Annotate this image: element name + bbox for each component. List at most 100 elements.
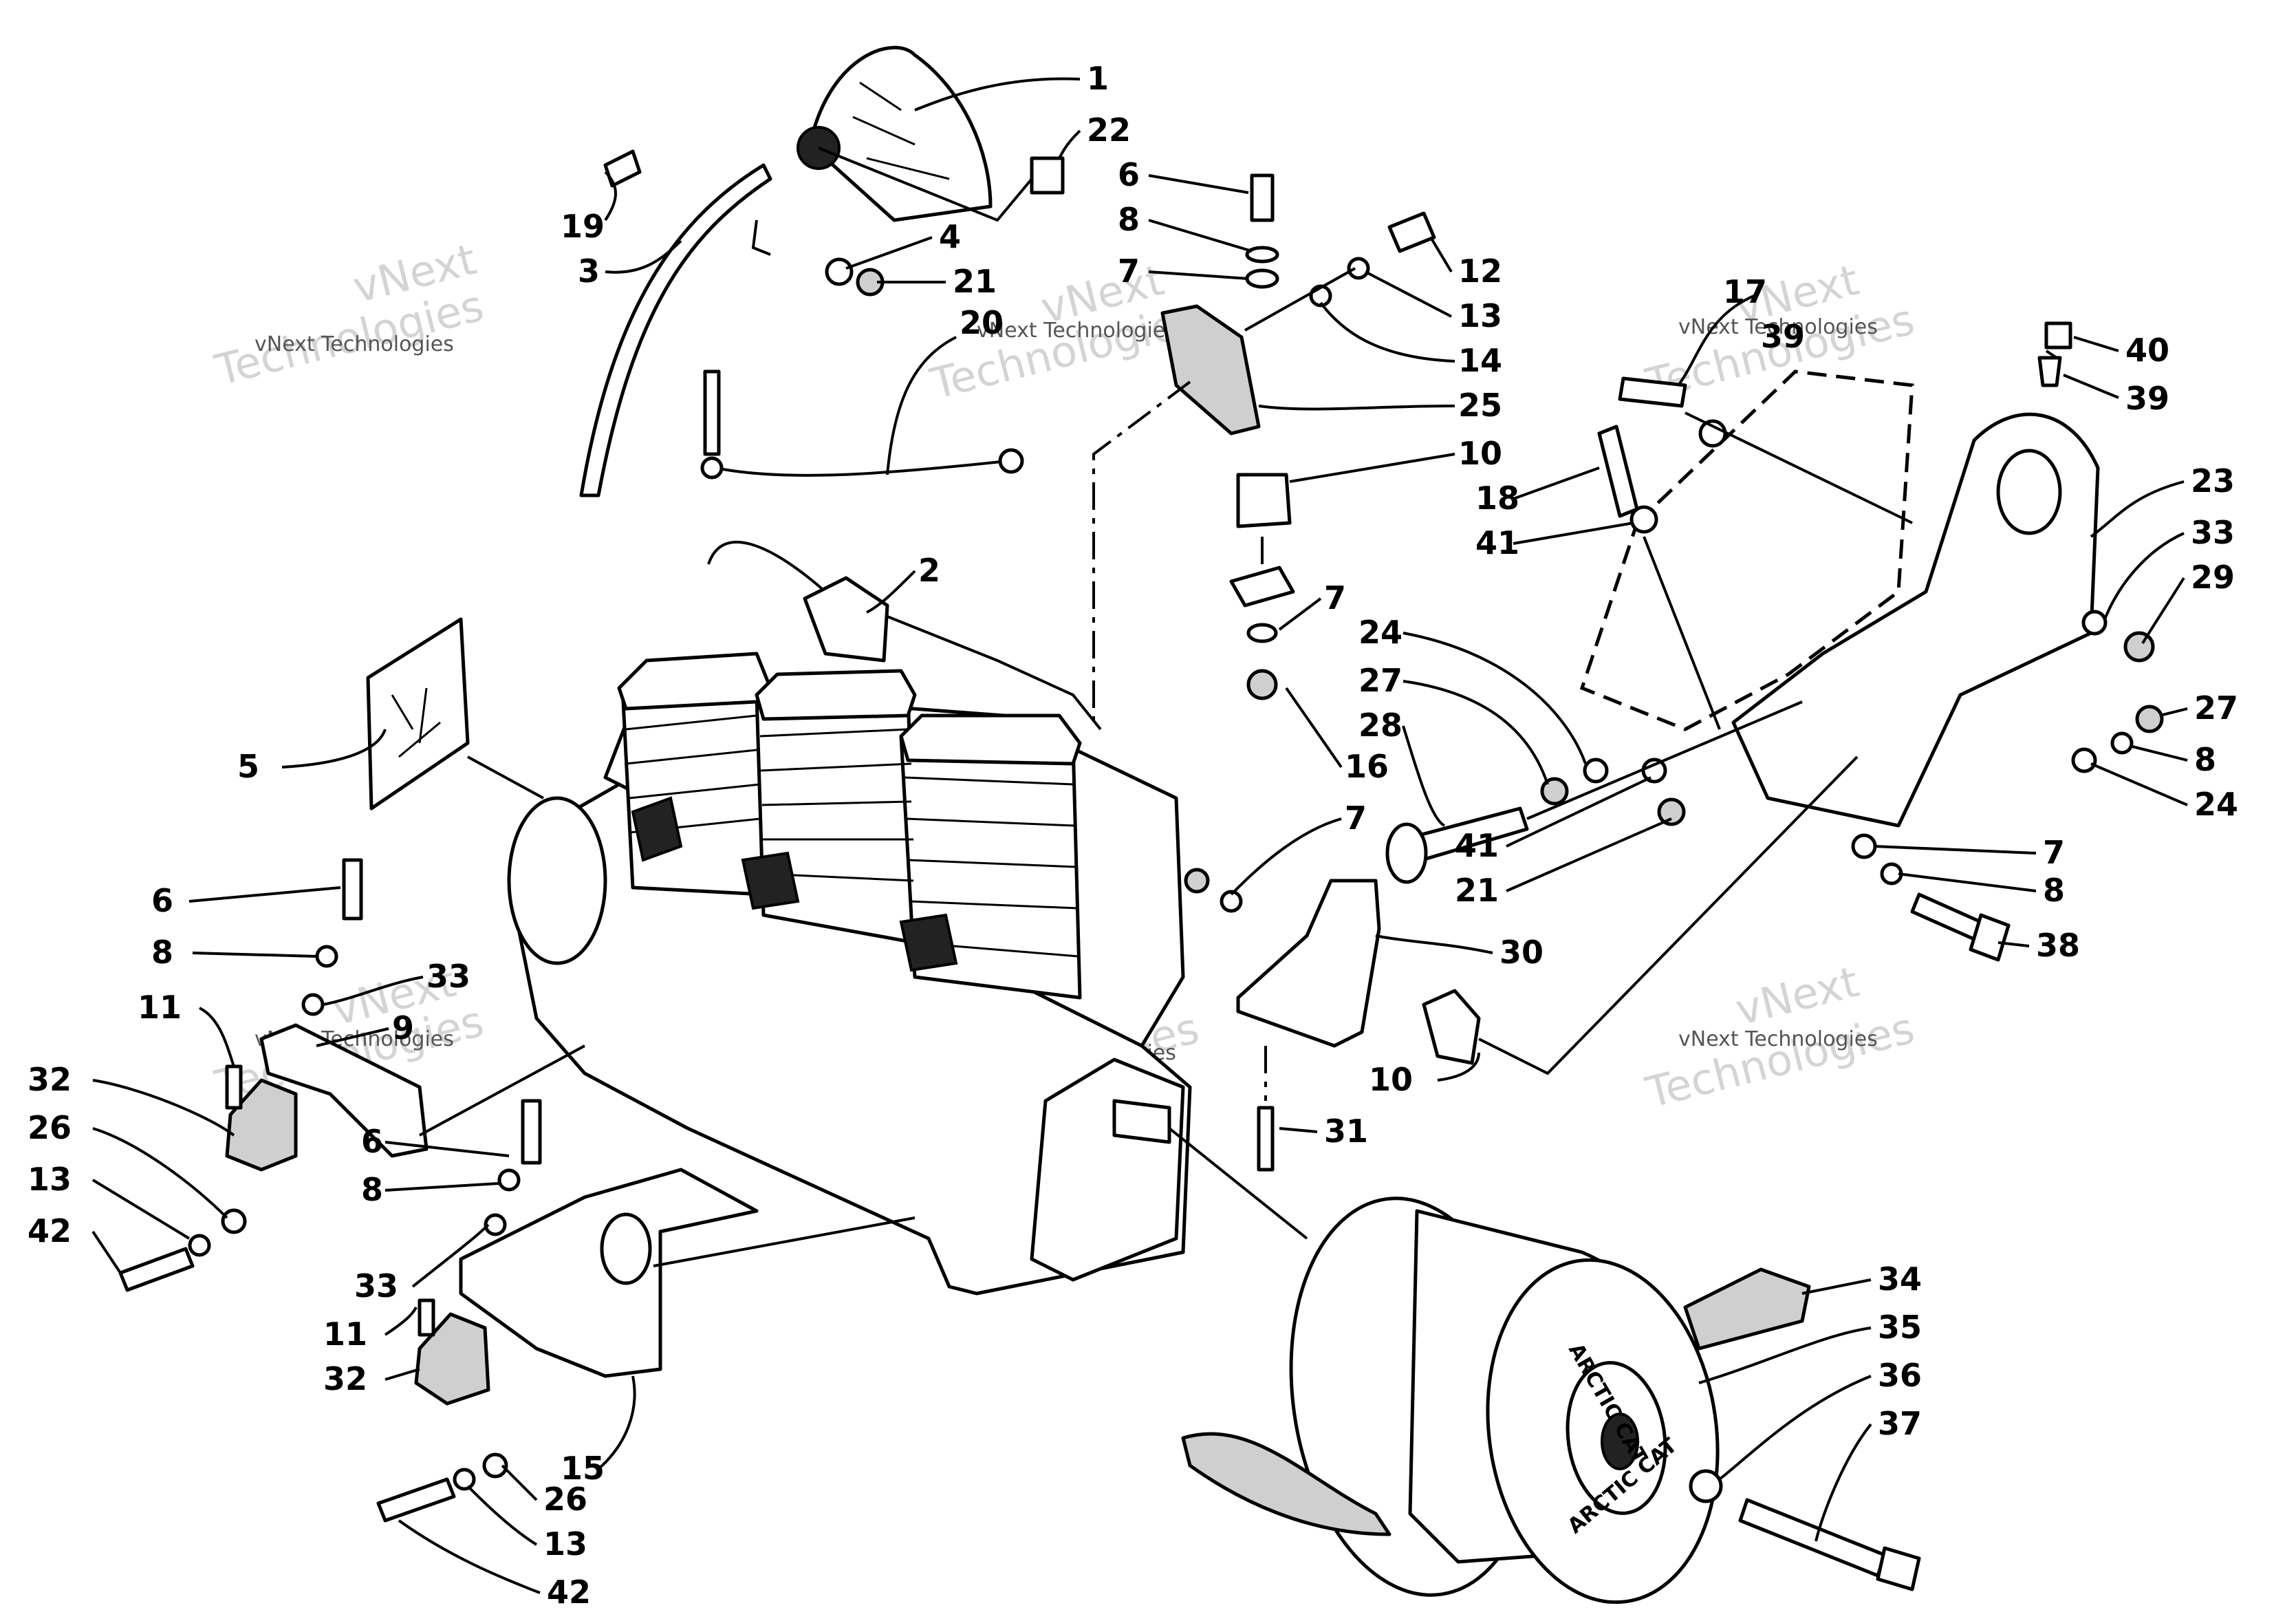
part-20-bolt bbox=[703, 369, 721, 456]
callout-42-lower: 42 bbox=[547, 1574, 591, 1610]
callout-39-top: 39 bbox=[1761, 318, 1805, 355]
drive-clutch-assembly: ARCTIC CAT ARCTIC CAT bbox=[1181, 1196, 1921, 1604]
part-24-washer-center bbox=[1583, 758, 1609, 784]
part-13-washer-top bbox=[1347, 257, 1370, 280]
part-26-washer-left bbox=[221, 1208, 247, 1234]
part-36-washer bbox=[1689, 1469, 1723, 1503]
part-34-drive-belt-lower bbox=[1181, 1432, 1391, 1536]
callout-25: 25 bbox=[1458, 387, 1502, 424]
magneto-flywheel bbox=[507, 796, 607, 965]
callout-10: 10 bbox=[1458, 435, 1502, 472]
callout-42-left: 42 bbox=[28, 1212, 72, 1249]
part-13-washer-lower bbox=[453, 1468, 476, 1491]
callout-11-lower: 11 bbox=[323, 1316, 367, 1353]
clutch-bore bbox=[1601, 1413, 1639, 1470]
part-15-hole bbox=[600, 1212, 652, 1285]
callout-2: 2 bbox=[918, 552, 940, 589]
part-6-bolt-top bbox=[1250, 173, 1275, 222]
crankshaft-output bbox=[1112, 1099, 1171, 1144]
callout-5: 5 bbox=[237, 748, 259, 785]
callout-21-center: 21 bbox=[1455, 872, 1499, 909]
part-17-bolt bbox=[1618, 376, 1687, 408]
watermark-top-left: vNext Technologies vNext Technologies bbox=[210, 234, 488, 396]
part-11-bolt-lower bbox=[418, 1298, 435, 1337]
callout-33-lower: 33 bbox=[354, 1267, 398, 1305]
engine-decal-lines bbox=[391, 687, 441, 758]
callout-7-right: 7 bbox=[2043, 834, 2065, 871]
callout-8-right: 8 bbox=[2194, 741, 2216, 778]
callout-9: 9 bbox=[392, 1009, 414, 1046]
part-11-bolt-left bbox=[225, 1064, 243, 1110]
callout-36: 36 bbox=[1878, 1357, 1922, 1394]
engine-assembly bbox=[366, 540, 1192, 1296]
callout-11-left: 11 bbox=[138, 989, 182, 1026]
callout-13-lower: 13 bbox=[543, 1525, 587, 1563]
callout-39: 39 bbox=[2125, 380, 2169, 417]
part-31-screw bbox=[1257, 1106, 1275, 1172]
callout-35: 35 bbox=[1878, 1309, 1922, 1346]
callout-leaders bbox=[91, 77, 2188, 1594]
part-6-bolt-lower bbox=[521, 1099, 542, 1165]
exhaust-port-2 bbox=[741, 851, 800, 910]
callout-13: 13 bbox=[1458, 297, 1502, 334]
part-30-bracket bbox=[1236, 879, 1381, 1048]
watermark-caption: vNext Technologies bbox=[254, 332, 454, 356]
callout-29: 29 bbox=[2191, 559, 2235, 596]
exhaust-port-1 bbox=[631, 796, 683, 862]
line-decal-to-engine bbox=[467, 755, 544, 799]
line-shaft-to-clutch bbox=[1168, 1127, 1308, 1240]
part-27-nut-center bbox=[1540, 777, 1569, 806]
part-23-hole bbox=[1996, 449, 2062, 535]
part-7-washer-right bbox=[1851, 833, 1877, 859]
chain-line-25-to-engine bbox=[1092, 380, 1191, 722]
part-26-washer-lower bbox=[482, 1452, 508, 1479]
part-16-nut bbox=[1246, 669, 1278, 700]
part-40-cap bbox=[2044, 321, 2072, 350]
watermark-caption: vNext Technologies bbox=[1678, 1027, 1878, 1051]
callout-3: 3 bbox=[578, 253, 600, 290]
engine-decal bbox=[366, 617, 470, 811]
callout-28: 28 bbox=[1358, 707, 1402, 744]
callout-27: 27 bbox=[1358, 662, 1402, 699]
watermark-caption: vNext Technologies bbox=[977, 319, 1176, 343]
part-20-ground-strap bbox=[715, 460, 1008, 477]
part-34-drive-belt-upper bbox=[1683, 1267, 1811, 1351]
part-37-bolt bbox=[1738, 1498, 1887, 1578]
part-29-nut bbox=[2123, 631, 2155, 663]
part-20-ring-left bbox=[700, 456, 724, 480]
callout-26-lower: 26 bbox=[543, 1481, 587, 1518]
part-16-nut-30 bbox=[1184, 868, 1210, 894]
line-engine-to-15 bbox=[653, 1216, 916, 1267]
pulley-guard bbox=[810, 45, 993, 222]
callout-23: 23 bbox=[2191, 462, 2235, 500]
cylinder-head-3 bbox=[899, 713, 1082, 766]
part-10-mount-lower bbox=[1422, 989, 1481, 1065]
line-28-to-23 bbox=[1526, 700, 1803, 820]
part-33-washer-left bbox=[301, 993, 325, 1016]
part-26-mount-left bbox=[225, 1078, 298, 1172]
part-32-mount-lower bbox=[414, 1312, 490, 1406]
part-8-washer-lower-right bbox=[1880, 862, 1903, 886]
cylinder-fins bbox=[625, 714, 1079, 958]
part-33-washer-lower bbox=[484, 1213, 507, 1236]
callout-8-left: 8 bbox=[151, 934, 173, 971]
part-18-bolt bbox=[1597, 425, 1639, 518]
part-10-mount bbox=[1236, 473, 1292, 528]
line-guard-to-22 bbox=[818, 147, 1033, 222]
part-9-bracket bbox=[259, 1023, 429, 1158]
line-18-to-23 bbox=[1643, 536, 1721, 730]
callout-17: 17 bbox=[1723, 273, 1767, 310]
callout-21: 21 bbox=[953, 263, 997, 300]
callout-12: 12 bbox=[1458, 253, 1502, 290]
callout-8-lower: 8 bbox=[361, 1171, 383, 1208]
callout-26-left: 26 bbox=[28, 1109, 72, 1146]
callout-6-lower: 6 bbox=[361, 1123, 383, 1160]
line-17-to-23 bbox=[1685, 411, 1913, 524]
callout-24: 24 bbox=[1358, 614, 1402, 651]
callout-33-left: 33 bbox=[426, 958, 470, 995]
callout-4: 4 bbox=[939, 218, 961, 255]
part-23-plate-outline bbox=[1579, 369, 1914, 731]
callout-30: 30 bbox=[1499, 934, 1544, 971]
ignition-coil-2 bbox=[803, 576, 889, 663]
part-4-bracket bbox=[751, 219, 771, 256]
